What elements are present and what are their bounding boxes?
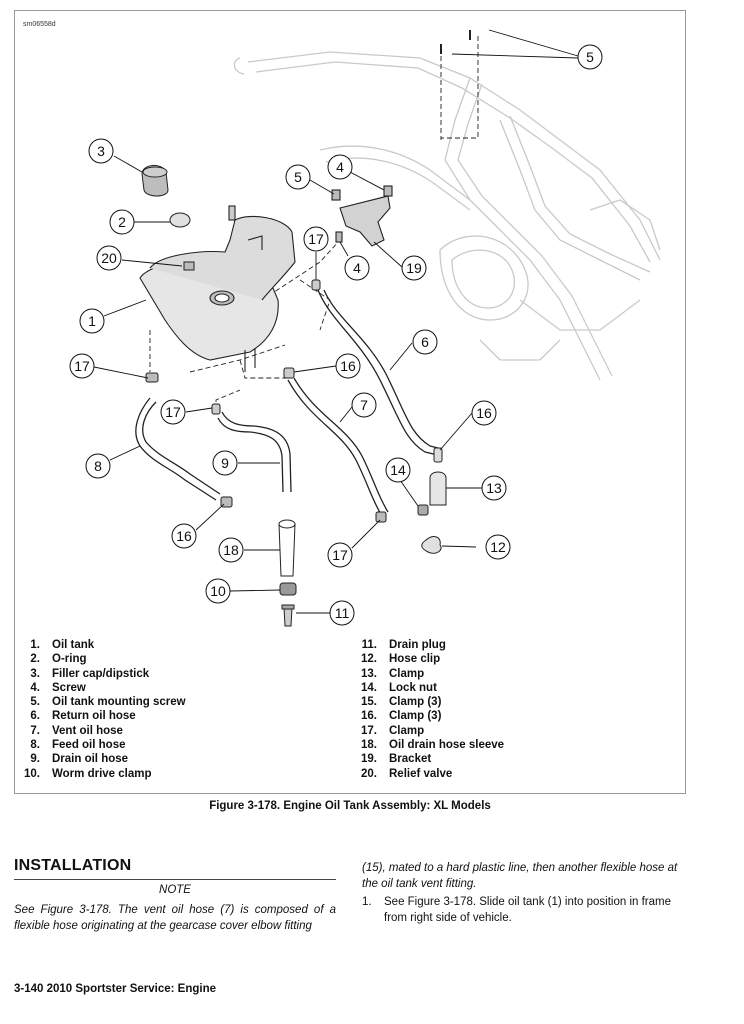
callout-17d: 17: [327, 542, 353, 568]
callout-18: 18: [218, 537, 244, 563]
figure-id: sm06558d: [23, 21, 56, 28]
svg-text:5: 5: [586, 49, 594, 65]
svg-text:7: 7: [360, 397, 368, 413]
callout-17a: 17: [303, 226, 329, 252]
callouts: 5 3 4 5 2 17 20 4 19 1 6 17 16 7 17 16 9…: [69, 44, 603, 626]
callout-4b: 4: [344, 255, 370, 281]
svg-text:19: 19: [406, 260, 422, 276]
callout-9: 9: [212, 450, 238, 476]
callout-17b: 17: [69, 353, 95, 379]
legend-item: 6.Return oil hose: [30, 710, 136, 723]
svg-text:12: 12: [490, 539, 506, 555]
legend-item: 17.Clamp: [361, 724, 425, 737]
callout-17c: 17: [160, 399, 186, 425]
callout-16a: 16: [335, 353, 361, 379]
legend-item: 18.Oil drain hose sleeve: [361, 739, 505, 752]
callout-leaders: [93, 29, 579, 614]
legend-item: 16.Clamp (3): [361, 710, 442, 723]
svg-text:14: 14: [390, 462, 406, 478]
legend-left: 1.Oil tank 2.O-ring 3.Filler cap/dipstic…: [18, 638, 186, 781]
callout-4a: 4: [327, 154, 353, 180]
legend-item: 1.Oil tank: [30, 639, 95, 651]
hoses: [135, 289, 439, 517]
callout-10: 10: [205, 578, 231, 604]
filler-cap-and-oring: [141, 165, 191, 228]
legend-item: 3.Filler cap/dipstick: [30, 667, 150, 680]
callout-14: 14: [385, 457, 411, 483]
svg-text:17: 17: [308, 231, 324, 247]
svg-text:2: 2: [118, 214, 126, 230]
step-text: See Figure 3-178. Slide oil tank (1) int…: [384, 896, 672, 924]
callout-16b: 16: [471, 400, 497, 426]
svg-text:20: 20: [101, 250, 117, 266]
legend-item: 15.Clamp (3): [361, 696, 442, 709]
callout-19: 19: [401, 255, 427, 281]
note-label: NOTE: [159, 884, 191, 896]
callout-12: 12: [485, 534, 511, 560]
figure-frame: sm06558d: [14, 10, 686, 794]
legend-item: 20.Relief valve: [361, 767, 453, 780]
legend-right: 11.Drain plug 12.Hose clip 13.Clamp 14.L…: [355, 638, 504, 781]
svg-text:4: 4: [336, 159, 344, 175]
svg-text:1: 1: [88, 313, 96, 329]
note-text: See Figure 3-178. The vent oil hose (7) …: [14, 904, 336, 932]
svg-text:6: 6: [421, 334, 429, 350]
page-footer: 3-140 2010 Sportster Service: Engine: [14, 983, 216, 995]
drain-parts: [278, 519, 297, 627]
callout-13: 13: [481, 475, 507, 501]
callout-8: 8: [85, 453, 111, 479]
oil-tank: [139, 205, 296, 372]
bracket-assembly: [331, 185, 393, 247]
title-divider: [14, 879, 336, 880]
motorcycle-frame: [233, 51, 661, 381]
svg-text:16: 16: [176, 528, 192, 544]
svg-text:17: 17: [165, 404, 181, 420]
svg-text:11: 11: [335, 605, 350, 621]
callout-6: 6: [412, 329, 438, 355]
note-continued: (15), mated to a hard plastic line, then…: [362, 862, 678, 890]
svg-text:10: 10: [210, 583, 226, 599]
svg-text:16: 16: [340, 358, 356, 374]
svg-text:5: 5: [294, 169, 302, 185]
callout-3: 3: [88, 138, 114, 164]
callout-16c: 16: [171, 523, 197, 549]
callout-20: 20: [96, 245, 122, 271]
legend-item: 12.Hose clip: [361, 653, 441, 666]
svg-text:3: 3: [97, 143, 105, 159]
legend-item: 10.Worm drive clamp: [24, 767, 152, 780]
svg-text:9: 9: [221, 455, 229, 471]
legend-item: 2.O-ring: [30, 653, 87, 666]
oil-tank-assembly-diagram: 5 3 4 5 2 17 20 4 19 1 6 17 16 7 17 16 9…: [69, 29, 661, 627]
svg-text:16: 16: [476, 405, 492, 421]
legend-item: 19.Bracket: [361, 753, 432, 766]
svg-text:13: 13: [486, 480, 502, 496]
legend-item: 5.Oil tank mounting screw: [30, 696, 186, 709]
legend-item: 13.Clamp: [361, 667, 425, 680]
callout-2: 2: [109, 209, 135, 235]
legend-item: 4.Screw: [30, 681, 86, 694]
step-number: 1.: [362, 896, 372, 908]
callout-1: 1: [79, 308, 105, 334]
legend-item: 7.Vent oil hose: [30, 724, 123, 737]
svg-text:18: 18: [223, 542, 239, 558]
step-1: 1. See Figure 3-178. Slide oil tank (1) …: [362, 895, 692, 926]
figure-caption: Figure 3-178. Engine Oil Tank Assembly: …: [209, 800, 491, 812]
callout-7: 7: [351, 392, 377, 418]
callout-11: 11: [329, 600, 355, 626]
callout-5a: 5: [577, 44, 603, 70]
svg-text:8: 8: [94, 458, 102, 474]
legend-item: 14.Lock nut: [361, 681, 437, 694]
svg-text:4: 4: [353, 260, 361, 276]
legend-item: 9.Drain oil hose: [30, 753, 129, 766]
section-title: INSTALLATION: [14, 857, 132, 874]
svg-text:17: 17: [332, 547, 348, 563]
legend-item: 8.Feed oil hose: [30, 739, 126, 752]
legend-item: 11.Drain plug: [361, 639, 446, 651]
svg-text:17: 17: [74, 358, 90, 374]
callout-5b: 5: [285, 164, 311, 190]
